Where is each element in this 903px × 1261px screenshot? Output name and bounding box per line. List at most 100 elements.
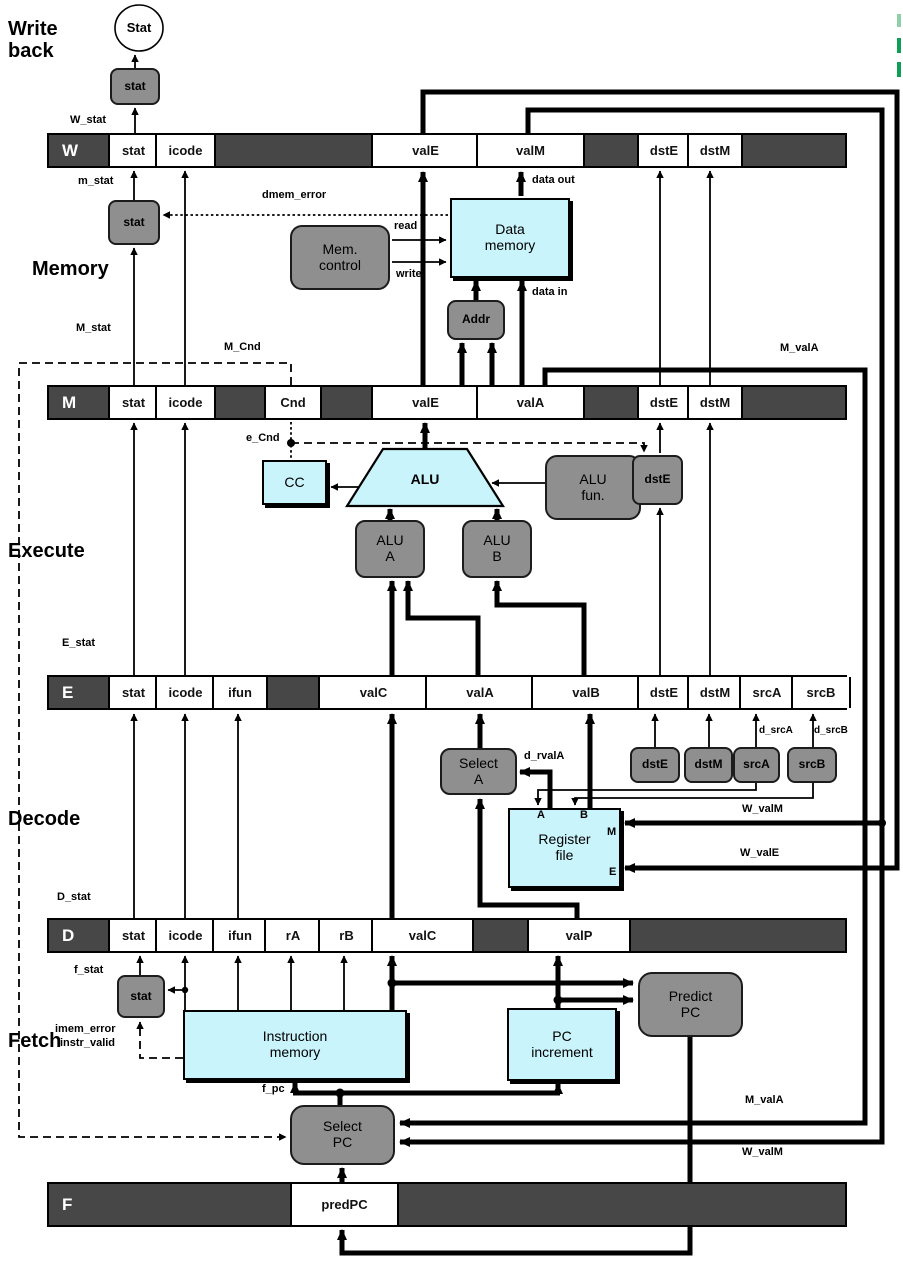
label-f-stat: f_stat xyxy=(74,964,104,976)
stage-label-execute: Execute xyxy=(8,540,85,562)
wb-stat-box: stat xyxy=(110,68,160,105)
label-read: read xyxy=(394,220,418,232)
E-field-stat: stat xyxy=(108,677,159,708)
dec-srcA-box-text: srcA xyxy=(743,757,770,772)
junction-valc xyxy=(387,978,397,988)
wire-e-cnd xyxy=(291,442,648,453)
instruction-memory-box-text: memory xyxy=(269,1044,321,1060)
wire-m-cnd xyxy=(18,362,292,1141)
M-field-dstM: dstM xyxy=(687,387,743,418)
E-field-valC: valC xyxy=(318,677,429,708)
W-field-dstE: dstE xyxy=(637,135,691,166)
M-field-dstE: dstE xyxy=(637,387,691,418)
label-imem-error: imem_error xyxy=(55,1023,116,1035)
W-field-stat: stat xyxy=(108,135,159,166)
E-register-label: E xyxy=(62,682,74,702)
D-field-stat: stat xyxy=(108,920,159,951)
label-w-vale-rf: W_valE xyxy=(740,847,780,859)
M-field-valA: valA xyxy=(476,387,585,418)
E-field-icode: icode xyxy=(155,677,216,708)
E-field-srcA: srcA xyxy=(739,677,795,708)
E-field-valB: valB xyxy=(531,677,641,708)
pc-increment-box-text: increment xyxy=(531,1043,593,1060)
alu-fun-box-text: fun. xyxy=(581,486,605,503)
select-pc-box-text: Select xyxy=(323,1118,362,1135)
F-field-predPC: predPC xyxy=(290,1184,399,1225)
wire-srca-to-rf xyxy=(534,783,757,806)
alu-shape xyxy=(345,447,505,508)
addr-box-text: Addr xyxy=(462,312,490,327)
E-field-srcB: srcB xyxy=(791,677,851,708)
label-instr-valid: instr_valid xyxy=(60,1037,116,1049)
green-tick-0 xyxy=(897,14,901,27)
D-field-valC: valC xyxy=(371,920,474,951)
W-register-label: W xyxy=(62,140,79,160)
mem-control-box: Mem.control xyxy=(290,225,390,290)
wire-w-vale-loop xyxy=(420,89,900,873)
label-rf-port-m: M xyxy=(607,826,617,838)
label-dmem-error: dmem_error xyxy=(262,189,327,201)
M-field-Cnd: Cnd xyxy=(264,387,322,418)
wire-imem-error xyxy=(136,1021,183,1059)
label-e-stat: E_stat xyxy=(62,637,96,649)
D-field-rB: rB xyxy=(318,920,375,951)
select-a-box-text: A xyxy=(473,770,484,787)
wire-d-rvala xyxy=(519,767,553,808)
dec-srcA-box: srcA xyxy=(733,747,780,783)
E-field-dstM: dstM xyxy=(687,677,743,708)
stage-label-writeback-line: Write xyxy=(8,18,58,40)
stat-circle-shape xyxy=(114,4,164,52)
alu-fun-box-text: ALU xyxy=(579,470,607,487)
dec-dstM-box: dstM xyxy=(684,747,733,783)
junction-w-valm xyxy=(878,819,886,827)
label-e-cnd: e_Cnd xyxy=(246,432,280,444)
label-m-stat-lower: m_stat xyxy=(78,175,114,187)
stage-label-fetch: Fetch xyxy=(8,1030,61,1052)
junction-icode-stat xyxy=(181,986,189,994)
M-register-label: M xyxy=(62,392,77,412)
dec-srcB-box: srcB xyxy=(787,747,837,783)
W-field-icode: icode xyxy=(155,135,216,166)
label-d-srca: d_srcA xyxy=(759,725,793,736)
predict-pc-box-text: Predict xyxy=(668,987,713,1004)
stage-label-memory-line: Memory xyxy=(32,258,109,280)
wire-w-valm-loop xyxy=(399,107,885,1147)
alu-a-box-text: ALU xyxy=(376,532,404,549)
D-register-label: D xyxy=(62,925,75,945)
dec-srcB-box-text: srcB xyxy=(798,757,826,772)
junction-valp xyxy=(553,995,563,1005)
W-field-valE: valE xyxy=(371,135,480,166)
label-rf-port-a: A xyxy=(537,809,545,821)
green-tick-1 xyxy=(897,38,901,53)
cc-box-text: CC xyxy=(284,473,305,490)
F-register-label: F xyxy=(62,1194,73,1214)
stage-label-memory: Memory xyxy=(32,258,109,280)
alu-b-box-text: B xyxy=(492,548,502,564)
W-field-dstM: dstM xyxy=(687,135,743,166)
label-f-pc: f_pc xyxy=(262,1083,285,1095)
data-memory-box-text: Data xyxy=(495,221,525,238)
wire-vala-to-alua xyxy=(403,580,481,675)
ex-dstE-box-text: dstE xyxy=(644,472,671,487)
M-field-valE: valE xyxy=(371,387,480,418)
wire-valb-to-alub xyxy=(492,580,587,675)
wire-srcb-to-rf xyxy=(571,783,814,806)
dec-dstE-box: dstE xyxy=(630,747,680,783)
addr-box: Addr xyxy=(447,300,505,340)
pc-increment-box-text: PC xyxy=(552,1027,572,1044)
fetch-stat-box-text: stat xyxy=(130,988,152,1003)
junction-e-cnd xyxy=(287,439,295,447)
wire-predict-out xyxy=(337,1037,693,1256)
cc-box: CC xyxy=(262,460,327,505)
D-field-valP: valP xyxy=(527,920,631,951)
